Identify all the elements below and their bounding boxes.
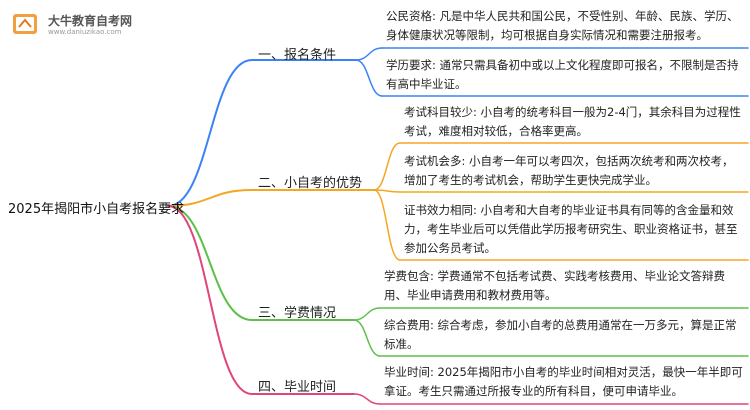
watermark-url: www.daniuzikao.com [48,28,122,36]
leaf-connector [353,319,381,357]
leaf-connector [353,307,381,321]
root-topic: 2025年揭阳市小自考报名要求 [8,202,185,217]
branch-advantages: 二、小自考的优势 [258,176,363,191]
leaf-total-cost: 综合费用: 综合考虑，参加小自考的总费用通常在一万多元，算是正常标准。 [384,318,737,351]
watermark-logo: 大牛教育自考网 www.daniuzikao.com [10,6,150,44]
leaf-fewer-subjects: 考试科目较少: 小自考的统考科目一般为2-4门，其余科目为过程性考试，难度相对较… [404,105,741,138]
leaf-connector [373,142,401,191]
branch-connector [167,205,253,321]
leaf-connector [373,189,401,193]
branch-connector [167,205,253,395]
watermark-name: 大牛教育自考网 [48,14,133,28]
leaf-connector [373,189,401,261]
leaf-connector [355,59,383,97]
leaf-connector [355,47,383,61]
leaf-tuition-includes: 学费包含: 学费通常不包括考试费、实践考核费用、毕业论文答辩费用、毕业申请费用和… [384,269,726,302]
branch-connector [167,59,253,207]
leaf-connector [353,393,381,405]
leaf-citizenship: 公民资格: 凡是中华人民共和国公民，不受性别、年龄、民族、学历、身体健康状况等限… [386,9,739,42]
branch-graduation-time: 四、毕业时间 [258,380,337,395]
branch-tuition: 三、学费情况 [258,306,337,321]
branch-connector [167,189,253,207]
leaf-graduation-time: 毕业时间: 2025年揭阳市小自考的毕业时间相对灵活，最快一年半即可拿证。考生只… [384,365,743,398]
branch-registration-conditions: 一、报名条件 [258,48,337,63]
book-logo-icon [13,14,37,34]
leaf-certificate-validity: 证书效力相同: 小自考和大自考的毕业证书具有同等的含金量和效力，考生毕业后可以凭… [404,203,738,255]
leaf-education-requirement: 学历要求: 通常只需具备初中或以上文化程度即可报名，不限制是否持有高中毕业证。 [386,58,739,91]
leaf-more-exam-chances: 考试机会多: 小自考一年可以考四次，包括两次统考和两次校考，增加了考生的考试机会… [404,154,734,187]
